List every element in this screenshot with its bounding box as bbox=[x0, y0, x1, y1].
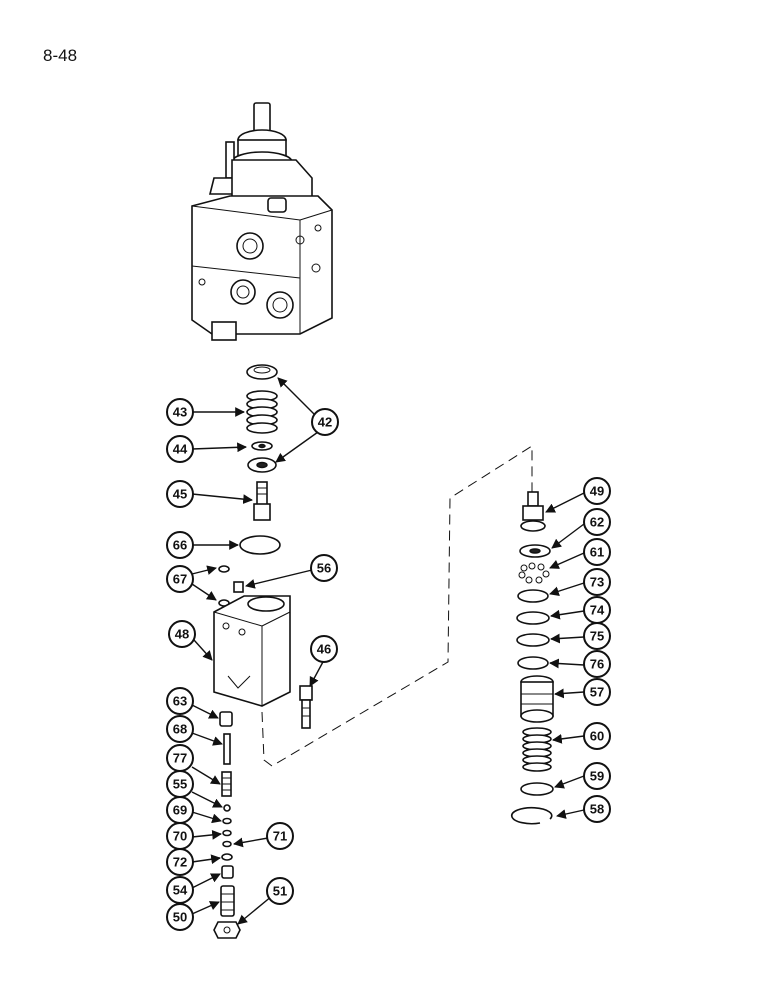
callout-44: 44 bbox=[166, 435, 194, 463]
callout-68: 68 bbox=[166, 715, 194, 743]
svg-text:59: 59 bbox=[590, 769, 604, 784]
leader-lines bbox=[191, 377, 585, 925]
page-number: 8-48 bbox=[43, 46, 78, 65]
svg-text:67: 67 bbox=[173, 572, 187, 587]
svg-text:50: 50 bbox=[173, 910, 187, 925]
callout-54: 54 bbox=[166, 876, 194, 904]
callout-71: 71 bbox=[266, 822, 294, 850]
svg-text:66: 66 bbox=[173, 538, 187, 553]
svg-text:60: 60 bbox=[590, 729, 604, 744]
svg-text:68: 68 bbox=[173, 722, 187, 737]
svg-text:63: 63 bbox=[173, 694, 187, 709]
callout-56: 56 bbox=[310, 554, 338, 582]
svg-text:77: 77 bbox=[173, 751, 187, 766]
callout-77: 77 bbox=[166, 744, 194, 772]
svg-text:46: 46 bbox=[317, 642, 331, 657]
svg-text:51: 51 bbox=[273, 884, 287, 899]
svg-text:56: 56 bbox=[317, 561, 331, 576]
callout-46: 46 bbox=[310, 635, 338, 663]
svg-text:74: 74 bbox=[590, 603, 605, 618]
callout-67: 67 bbox=[166, 565, 194, 593]
valve-body-illustration bbox=[191, 102, 333, 341]
svg-text:76: 76 bbox=[590, 657, 604, 672]
svg-text:44: 44 bbox=[173, 442, 188, 457]
svg-text:71: 71 bbox=[273, 829, 287, 844]
callout-74: 74 bbox=[583, 596, 611, 624]
callout-45: 45 bbox=[166, 480, 194, 508]
callout-63: 63 bbox=[166, 687, 194, 715]
callout-69: 69 bbox=[166, 796, 194, 824]
svg-text:42: 42 bbox=[318, 415, 332, 430]
svg-text:54: 54 bbox=[173, 883, 188, 898]
callout-42: 42 bbox=[311, 408, 339, 436]
callout-62: 62 bbox=[583, 508, 611, 536]
svg-text:73: 73 bbox=[590, 575, 604, 590]
callout-76: 76 bbox=[583, 650, 611, 678]
svg-text:69: 69 bbox=[173, 803, 187, 818]
svg-text:58: 58 bbox=[590, 802, 604, 817]
callout-75: 75 bbox=[583, 622, 611, 650]
callout-58: 58 bbox=[583, 795, 611, 823]
callout-43: 43 bbox=[166, 398, 194, 426]
callout-61: 61 bbox=[583, 538, 611, 566]
svg-text:49: 49 bbox=[590, 484, 604, 499]
svg-text:70: 70 bbox=[173, 829, 187, 844]
svg-text:48: 48 bbox=[175, 627, 189, 642]
callout-66: 66 bbox=[166, 531, 194, 559]
callout-60: 60 bbox=[583, 722, 611, 750]
svg-text:72: 72 bbox=[173, 855, 187, 870]
svg-text:57: 57 bbox=[590, 685, 604, 700]
right-column-parts bbox=[510, 491, 554, 825]
callout-70: 70 bbox=[166, 822, 194, 850]
callout-57: 57 bbox=[583, 678, 611, 706]
svg-text:55: 55 bbox=[173, 777, 187, 792]
svg-text:43: 43 bbox=[173, 405, 187, 420]
svg-text:62: 62 bbox=[590, 515, 604, 530]
callout-73: 73 bbox=[583, 568, 611, 596]
callout-49: 49 bbox=[583, 477, 611, 505]
svg-text:75: 75 bbox=[590, 629, 604, 644]
callout-55: 55 bbox=[166, 770, 194, 798]
callout-51: 51 bbox=[266, 877, 294, 905]
svg-text:61: 61 bbox=[590, 545, 604, 560]
left-column-parts bbox=[213, 364, 313, 939]
callout-48: 48 bbox=[168, 620, 196, 648]
callout-50: 50 bbox=[166, 903, 194, 931]
callout-59: 59 bbox=[583, 762, 611, 790]
callout-72: 72 bbox=[166, 848, 194, 876]
svg-text:45: 45 bbox=[173, 487, 187, 502]
